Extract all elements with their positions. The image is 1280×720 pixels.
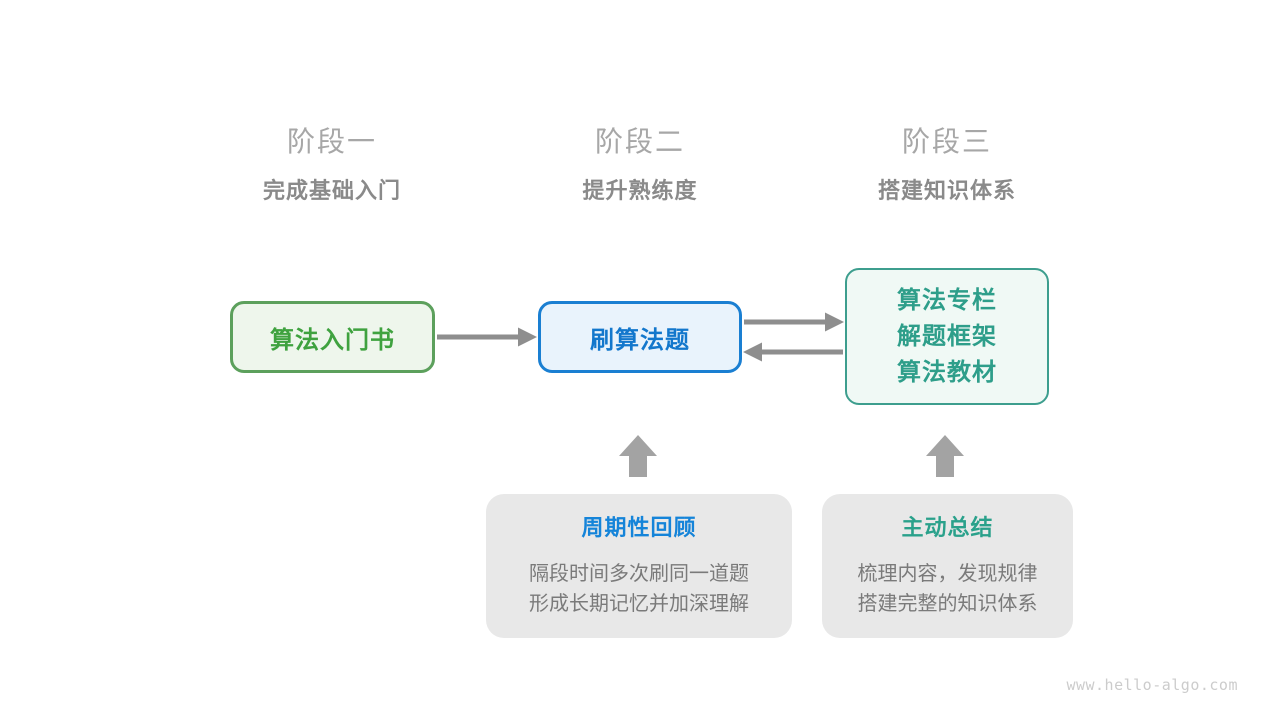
- callout-periodic-review-body: 隔段时间多次刷同一道题 形成长期记忆并加深理解: [486, 559, 792, 619]
- node-knowledge-line-3: 算法教材: [897, 358, 997, 386]
- node-intro-book-label: 算法入门书: [270, 326, 395, 354]
- callout-periodic-review-title: 周期性回顾: [581, 515, 697, 540]
- node-knowledge: 算法专栏 解题框架 算法教材: [845, 268, 1049, 405]
- node-knowledge-line-1: 算法专栏: [897, 286, 997, 314]
- callout-periodic-review: 周期性回顾 隔段时间多次刷同一道题 形成长期记忆并加深理解: [486, 494, 792, 638]
- stage-3-subtitle: 搭建知识体系: [877, 178, 1016, 203]
- callout-body-line: 搭建完整的知识体系: [857, 593, 1038, 615]
- callout-active-summary-body: 梳理内容，发现规律 搭建完整的知识体系: [822, 559, 1073, 619]
- stage-2-title: 阶段二: [594, 126, 685, 157]
- stage-header-2: 阶段二 提升熟练度: [500, 126, 780, 204]
- node-intro-book: 算法入门书: [230, 301, 435, 373]
- callout-active-summary: 主动总结 梳理内容，发现规律 搭建完整的知识体系: [822, 494, 1073, 638]
- watermark: www.hello-algo.com: [1066, 676, 1238, 694]
- callout-body-line: 形成长期记忆并加深理解: [529, 593, 749, 615]
- arrow-right-icon: [437, 327, 537, 347]
- callout-active-summary-title: 主动总结: [901, 515, 994, 540]
- stage-header-3: 阶段三 搭建知识体系: [807, 126, 1087, 204]
- arrow-left-icon: [743, 342, 843, 362]
- node-knowledge-line-2: 解题框架: [897, 322, 997, 350]
- callout-body-line: 梳理内容，发现规律: [857, 563, 1038, 585]
- callout-body-line: 隔段时间多次刷同一道题: [529, 563, 749, 585]
- stage-2-subtitle: 提升熟练度: [582, 178, 698, 203]
- stage-1-subtitle: 完成基础入门: [262, 178, 401, 203]
- arrow-right-icon: [744, 312, 844, 332]
- node-practice: 刷算法题: [538, 301, 742, 373]
- node-practice-label: 刷算法题: [590, 326, 690, 354]
- stage-header-1: 阶段一 完成基础入门: [192, 126, 472, 204]
- arrow-up-icon: [619, 435, 657, 477]
- stage-1-title: 阶段一: [286, 126, 377, 157]
- arrow-up-icon: [926, 435, 964, 477]
- stage-3-title: 阶段三: [901, 126, 992, 157]
